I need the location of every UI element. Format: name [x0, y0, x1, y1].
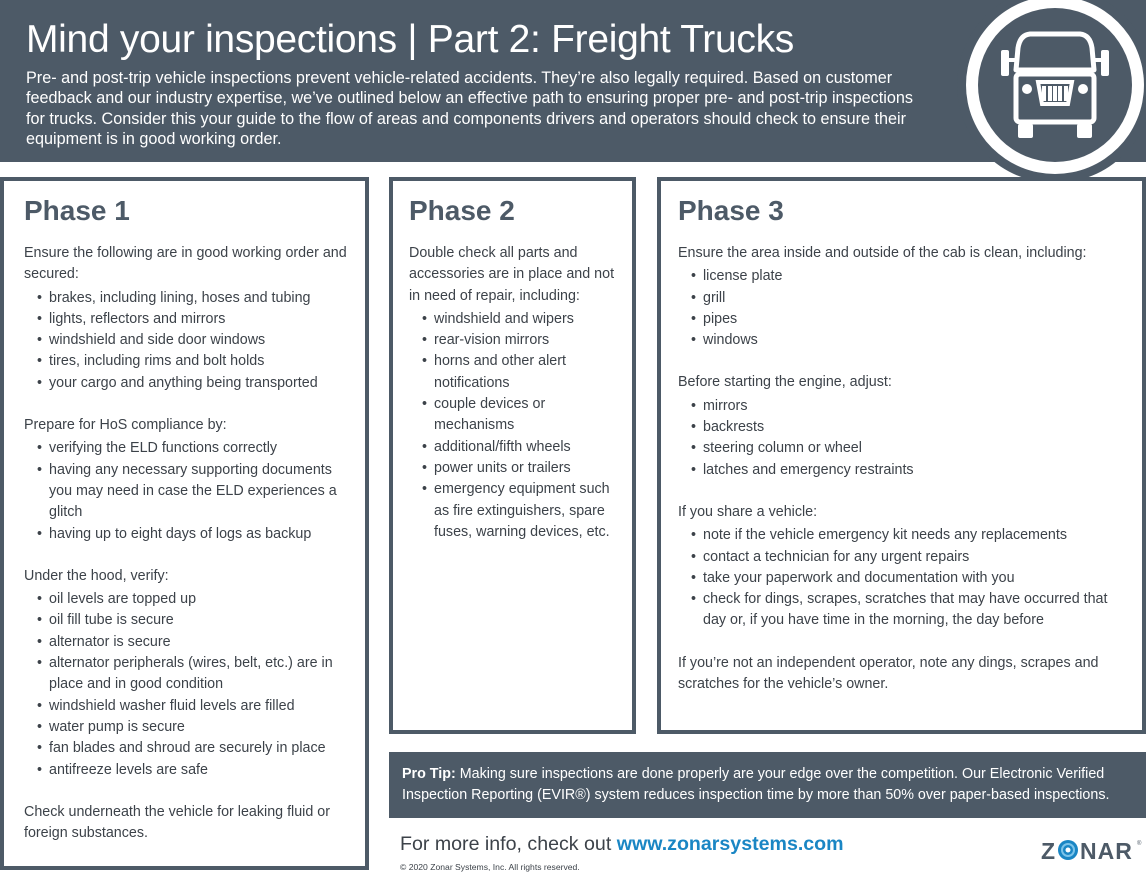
list-item: oil levels are topped up: [37, 589, 349, 611]
phase-3-section-2-intro: Before starting the engine, adjust:: [678, 374, 892, 391]
phase-3-section-3-list: note if the vehicle emergency kit needs …: [678, 525, 1128, 631]
list-item: backrests: [691, 417, 1128, 439]
phase-3-section-2-list: mirrors backrests steering column or whe…: [678, 396, 1128, 481]
truck-front-icon: [978, 8, 1132, 162]
zonar-logo: Z NAR ®: [1041, 837, 1143, 864]
list-item: windshield and wipers: [422, 309, 620, 331]
svg-text:NAR: NAR: [1080, 838, 1133, 863]
list-item: brakes, including lining, hoses and tubi…: [37, 288, 349, 310]
list-item: oil fill tube is secure: [37, 610, 349, 632]
list-item: alternator peripherals (wires, belt, etc…: [37, 653, 349, 696]
list-item: emergency equipment such as fire extingu…: [422, 479, 620, 543]
list-item: rear-vision mirrors: [422, 330, 620, 352]
list-item: additional/fifth wheels: [422, 437, 620, 459]
list-item: your cargo and anything being transporte…: [37, 373, 349, 395]
phase-1-title: Phase 1: [24, 195, 130, 226]
list-item: lights, reflectors and mirrors: [37, 309, 349, 331]
list-item: fan blades and shroud are securely in pl…: [37, 738, 349, 760]
list-item: verifying the ELD functions correctly: [37, 438, 349, 460]
phase-1-section-2-list: verifying the ELD functions correctly ha…: [24, 438, 349, 546]
list-item: check for dings, scrapes, scratches that…: [691, 589, 1128, 632]
phase-3-closing: If you’re not an independent operator, n…: [678, 654, 1099, 693]
list-item: tires, including rims and bolt holds: [37, 351, 349, 373]
pro-tip-label: Pro Tip:: [402, 766, 456, 782]
list-item: license plate: [691, 266, 1128, 288]
phase-3-section-3-intro: If you share a vehicle:: [678, 503, 818, 520]
list-item: having up to eight days of logs as backu…: [37, 524, 349, 546]
list-item: antifreeze levels are safe: [37, 760, 349, 782]
phase-2-section-1-intro: Double check all parts and accessories a…: [409, 245, 615, 304]
svg-text:®: ®: [1137, 840, 1142, 847]
list-item: windshield washer fluid levels are fille…: [37, 696, 349, 718]
list-item: alternator is secure: [37, 632, 349, 654]
phase-1-panel: Phase 1 Ensure the following are in good…: [0, 177, 369, 870]
more-info: For more info, check out www.zonarsystem…: [400, 833, 844, 856]
phase-1-closing: Check underneath the vehicle for leaking…: [24, 803, 330, 842]
list-item: water pump is secure: [37, 717, 349, 739]
pro-tip-text: Making sure inspections are done properl…: [402, 766, 1110, 804]
list-item: couple devices or mechanisms: [422, 394, 620, 437]
phase-1-section-1-intro: Ensure the following are in good working…: [24, 245, 347, 283]
phase-3-section-1-list: license plate grill pipes windows: [678, 266, 1128, 351]
list-item: mirrors: [691, 396, 1128, 418]
list-item: steering column or wheel: [691, 438, 1128, 460]
page-title: Mind your inspections | Part 2: Freight …: [26, 18, 794, 61]
svg-text:Z: Z: [1041, 838, 1056, 863]
phase-1-section-3-intro: Under the hood, verify:: [24, 567, 169, 584]
phase-1-section-2-intro: Prepare for HoS compliance by:: [24, 417, 227, 434]
more-info-label: For more info, check out: [400, 833, 617, 855]
list-item: windows: [691, 330, 1128, 352]
list-item: power units or trailers: [422, 458, 620, 480]
phase-1-section-1-list: brakes, including lining, hoses and tubi…: [24, 288, 349, 395]
pro-tip-box: Pro Tip: Making sure inspections are don…: [389, 752, 1146, 818]
phase-2-title: Phase 2: [409, 195, 515, 226]
list-item: grill: [691, 288, 1128, 310]
phase-2-panel: Phase 2 Double check all parts and acces…: [389, 177, 636, 734]
intro-text: Pre- and post-trip vehicle inspections p…: [26, 69, 913, 148]
phase-2-section-1-list: windshield and wipers rear-vision mirror…: [409, 309, 620, 543]
website-link[interactable]: www.zonarsystems.com: [616, 833, 844, 855]
list-item: pipes: [691, 309, 1128, 331]
list-item: windshield and side door windows: [37, 330, 349, 352]
phase-1-section-3-list: oil levels are topped up oil fill tube i…: [24, 589, 349, 781]
list-item: having any necessary supporting document…: [37, 460, 349, 524]
list-item: contact a technician for any urgent repa…: [691, 547, 1128, 569]
phase-3-panel: Phase 3 Ensure the area inside and outsi…: [657, 177, 1146, 734]
phase-3-section-1-intro: Ensure the area inside and outside of th…: [678, 245, 1087, 261]
header-banner: Mind your inspections | Part 2: Freight …: [0, 0, 1146, 162]
list-item: horns and other alert notifications: [422, 351, 620, 394]
list-item: take your paperwork and documentation wi…: [691, 568, 1128, 590]
list-item: latches and emergency restraints: [691, 460, 1128, 482]
phase-3-title: Phase 3: [678, 195, 784, 226]
copyright: © 2020 Zonar Systems, Inc. All rights re…: [400, 862, 580, 872]
list-item: note if the vehicle emergency kit needs …: [691, 525, 1128, 547]
